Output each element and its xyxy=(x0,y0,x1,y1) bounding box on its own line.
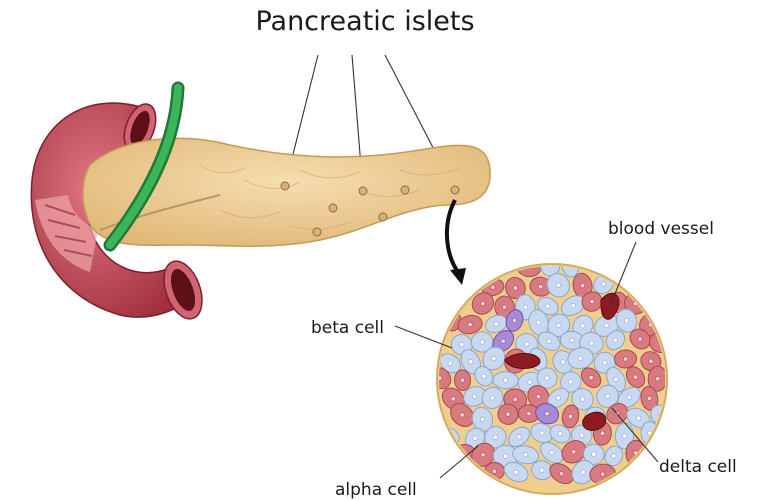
alpha-cell-nucleus xyxy=(572,450,576,454)
blood-vessel-label: blood vessel xyxy=(608,219,714,239)
beta-cell-nucleus xyxy=(612,454,616,458)
beta-cell-nucleus xyxy=(561,360,565,364)
alpha-cell-nucleus xyxy=(513,397,517,401)
alpha-cell-nucleus xyxy=(647,396,651,400)
beta-cell-nucleus xyxy=(482,374,486,378)
magnify-arrow xyxy=(447,200,466,285)
islet-magnified xyxy=(425,250,676,494)
beta-cell-nucleus xyxy=(569,380,573,384)
beta-cell-nucleus xyxy=(523,453,527,457)
delta-cell-nucleus xyxy=(545,412,549,416)
alpha-cell-nucleus xyxy=(513,286,517,290)
beta-cell-nucleus xyxy=(627,395,631,399)
beta-cell-nucleus xyxy=(514,470,518,474)
alpha-cell-nucleus xyxy=(527,411,531,415)
beta-cell-nucleus xyxy=(636,416,640,420)
beta-cell-nucleus xyxy=(528,380,532,384)
alpha-cell-nucleus xyxy=(559,471,563,475)
beta-cell-nucleus xyxy=(558,432,562,436)
alpha-cell-nucleus xyxy=(451,397,455,401)
beta-cell-nucleus xyxy=(525,342,529,346)
beta-cell-nucleus xyxy=(550,451,554,455)
beta-cell-nucleus xyxy=(536,320,540,324)
alpha-cell-nucleus xyxy=(536,394,540,398)
beta-cell-nucleus xyxy=(460,343,464,347)
beta-cell-nucleus xyxy=(448,361,452,365)
alpha-cell-label: alpha cell xyxy=(335,480,417,500)
alpha-cell-nucleus xyxy=(460,378,464,382)
delta-cell-nucleus xyxy=(501,339,505,343)
beta-cell-nucleus xyxy=(592,452,596,456)
alpha-cell-nucleus xyxy=(633,375,637,379)
beta-cell-nucleus xyxy=(469,360,473,364)
label-beta-cell: beta cell xyxy=(311,318,452,348)
beta-cell-nucleus xyxy=(605,394,609,398)
alpha-cell-nucleus xyxy=(492,469,496,473)
beta-cell-nucleus xyxy=(492,356,496,360)
delta-cell-label: delta cell xyxy=(659,457,737,477)
beta-cell-nucleus xyxy=(556,283,560,287)
beta-cell-nucleus xyxy=(547,339,551,343)
alpha-cell-nucleus xyxy=(468,322,472,326)
beta-cell-nucleus xyxy=(622,434,626,438)
alpha-cell-nucleus xyxy=(538,284,542,288)
beta-cell-nucleus xyxy=(480,340,484,344)
alpha-cell-nucleus xyxy=(460,413,464,417)
beta-cell-nucleus xyxy=(581,470,585,474)
alpha-cell-nucleus xyxy=(655,377,659,381)
beta-cell-nucleus xyxy=(570,338,574,342)
alpha-cell-nucleus xyxy=(623,357,627,361)
title: Pancreatic islets xyxy=(255,6,474,37)
label-alpha-cell: alpha cell xyxy=(335,446,478,500)
beta-cell-nucleus xyxy=(603,361,607,365)
beta-cell-nucleus xyxy=(503,378,507,382)
alpha-cell-nucleus xyxy=(580,284,584,288)
beta-cell-nucleus xyxy=(473,394,477,398)
beta-cell-nucleus xyxy=(473,436,477,440)
beta-cell-nucleus xyxy=(523,305,527,309)
alpha-cell-nucleus xyxy=(568,414,572,418)
beta-cell-nucleus xyxy=(614,377,618,381)
beta-cell-nucleus xyxy=(556,396,560,400)
alpha-cell-nucleus xyxy=(590,299,594,303)
beta-cell-nucleus xyxy=(605,323,609,327)
beta-cell-nucleus xyxy=(601,282,605,286)
alpha-cell-nucleus xyxy=(481,453,485,457)
alpha-cell-nucleus xyxy=(589,376,593,380)
alpha-cell-nucleus xyxy=(506,412,510,416)
beta-cell-nucleus xyxy=(580,433,584,437)
beta-cell-nucleus xyxy=(517,435,521,439)
beta-cell-nucleus xyxy=(546,304,550,308)
beta-cell-nucleus xyxy=(494,322,498,326)
beta-cell-nucleus xyxy=(613,338,617,342)
beta-cell-nucleus xyxy=(540,431,544,435)
alpha-cell-nucleus xyxy=(600,431,604,435)
beta-cell-nucleus xyxy=(490,396,494,400)
beta-cell-nucleus xyxy=(557,323,561,327)
beta-cell-nucleus xyxy=(581,324,585,328)
beta-cell-nucleus xyxy=(589,341,593,345)
alpha-cell-nucleus xyxy=(638,337,642,341)
alpha-cell-nucleus xyxy=(481,301,485,305)
beta-cell-nucleus xyxy=(580,397,584,401)
beta-cell-nucleus xyxy=(480,417,484,421)
beta-cell-nucleus xyxy=(624,318,628,322)
alpha-cell-nucleus xyxy=(649,359,653,363)
beta-cell-nucleus xyxy=(571,303,575,307)
alpha-cell-nucleus xyxy=(600,472,604,476)
beta-cell-nucleus xyxy=(540,468,544,472)
beta-cell-nucleus xyxy=(503,454,507,458)
alpha-cell-nucleus xyxy=(502,305,506,309)
beta-cell-nucleus xyxy=(578,356,582,360)
beta-cell-label: beta cell xyxy=(311,318,384,338)
beta-cell-nucleus xyxy=(545,376,549,380)
alpha-cell-nucleus xyxy=(491,285,495,289)
beta-cell-nucleus xyxy=(493,435,497,439)
delta-cell-nucleus xyxy=(512,318,516,322)
